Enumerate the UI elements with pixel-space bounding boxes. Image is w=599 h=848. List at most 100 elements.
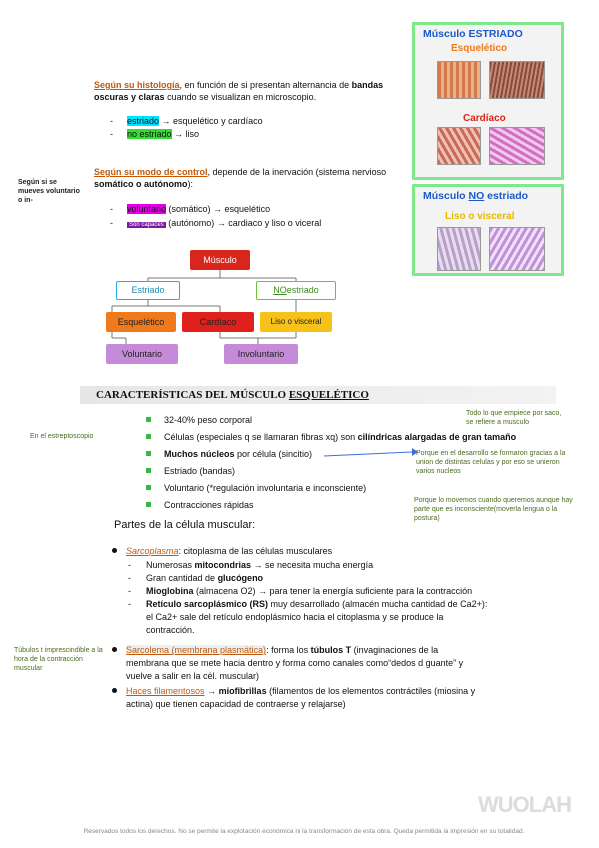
dash: - xyxy=(128,560,131,570)
characteristic-text: 32-40% peso corporal xyxy=(164,415,253,425)
haces-bold: miofibrillas xyxy=(218,686,267,696)
highlight-voluntario: voluntario xyxy=(127,204,167,214)
diagram-estriado: Estriado xyxy=(116,281,180,300)
sub-item: -Gran cantidad de glucógeno xyxy=(128,572,518,585)
diagram-voluntario: Voluntario xyxy=(106,344,178,364)
sub-bold: mitocondrias xyxy=(194,560,252,570)
liso-image-2 xyxy=(489,227,545,271)
section-header-bar xyxy=(80,386,556,404)
sarcolema-text-c: (invaginaciones de la xyxy=(351,645,439,655)
sarcoplasma-text: : citoplasma de las células musculares xyxy=(178,546,333,556)
note-tubulos: Túbulos t imprescindible a la hora de la… xyxy=(14,647,103,672)
dash: - xyxy=(128,599,131,609)
control-item-2: - Son capaces (autónomo) → cardiaco y li… xyxy=(110,217,400,229)
sarcolema-label: Sarcolema (membrana plasmática) xyxy=(126,645,267,655)
diagram-root-musculo: Músculo xyxy=(190,250,250,270)
haces-item: Haces filamentosos → miofibrillas (filam… xyxy=(112,685,512,711)
footer-rights: Reservados todos los derechos. No se per… xyxy=(83,828,525,835)
histologia-bold: bandas oscuras y claras xyxy=(94,80,384,102)
characteristics-list: 32-40% peso corporal Células (especiales… xyxy=(146,414,516,516)
sarcoplasma-item: Sarcoplasma: citoplasma de las células m… xyxy=(112,545,412,557)
note-estreptoscopio: En el estreptoscopio xyxy=(30,433,94,440)
esqueletico-image-2 xyxy=(489,61,545,99)
dash: - xyxy=(110,116,113,126)
sub-continuation: contracción. xyxy=(146,625,195,635)
histologia-paragraph: Según su histología, en función de si pr… xyxy=(94,79,406,103)
cardiaco-image-2 xyxy=(489,127,545,165)
control-heading: Según su modo de control xyxy=(94,167,208,177)
sub-item: -Mioglobina (almacena O2) → para tener l… xyxy=(128,585,518,598)
diagram-liso: Liso o visceral xyxy=(260,312,332,332)
dash: - xyxy=(128,573,131,583)
sub-continuation: el Ca2+ sale del retículo endoplásmico h… xyxy=(146,612,444,622)
bullet-square xyxy=(146,468,151,473)
arrow-to-note xyxy=(323,448,418,457)
characteristic-bold: cilíndricas alargadas de gran tamaño xyxy=(357,432,517,442)
bullet-square xyxy=(146,451,151,456)
characteristic-bold: Muchos núcleos xyxy=(164,449,235,459)
item-text: → liso xyxy=(171,129,200,139)
note-movemos: Porque lo movemos cuando queremos aunque… xyxy=(414,497,573,522)
control-item-1: - voluntario (somático) → esquelético xyxy=(110,203,400,215)
sub-text-c: → se necesita mucha energía xyxy=(251,560,374,570)
panel-cardiaco-label: Cardíaco xyxy=(463,113,506,124)
control-text: , depende de la inervación (sistema nerv… xyxy=(207,167,387,177)
section-title-b: ESQUELÉTICO xyxy=(288,389,369,401)
characteristic-item: 32-40% peso corporal xyxy=(146,414,416,431)
characteristic-item: Voluntario (*regulación involuntaria e i… xyxy=(146,482,416,499)
characteristic-text: Voluntario (*regulación involuntaria e i… xyxy=(164,483,367,493)
panel-musculo-estriado: Músculo ESTRIADO Esquelético Cardíaco xyxy=(412,22,564,180)
diagram-no-estriado: NO estriado xyxy=(256,281,336,300)
highlight-estriado: estriado xyxy=(127,116,160,126)
title-part-b: estriado xyxy=(484,190,529,202)
diagram-connectors xyxy=(111,270,297,344)
diagram-esqueletico: Esquelético xyxy=(106,312,176,332)
note-empiece-saco: Todo lo que empiece por saco, se refiere… xyxy=(466,410,562,426)
histologia-text-a: , en función de si presentan alternancia… xyxy=(179,80,352,90)
characteristic-item: Contracciones rápidas xyxy=(146,499,416,516)
haces-text-c: (filamentos de los elementos contráctile… xyxy=(266,686,476,696)
characteristic-text: Células (especiales q se llamaran fibras… xyxy=(164,432,358,442)
control-paragraph: Según su modo de control, depende de la … xyxy=(94,166,410,190)
panel-esqueletico-label: Esquelético xyxy=(451,43,508,54)
control-tail: ): xyxy=(187,179,194,189)
histologia-text-b: cuando se visualizan en microscopio. xyxy=(164,92,317,102)
characteristic-text: por célula (sincitio) xyxy=(234,449,313,459)
sarcoplasma-subitems: - Numerosas mitocondrias → se necesita mu… xyxy=(128,559,518,637)
sub-text-a: Numerosas xyxy=(146,560,195,570)
muscle-classification-diagram: Músculo Estriado NO estriado Esquelético… xyxy=(96,246,340,368)
haces-label: Haces filamentosos xyxy=(126,686,205,696)
section-title-a: CARACTERÍSTICAS DEL MÚSCULO xyxy=(96,389,289,401)
haces-line-2: actina) que tienen capacidad de contraer… xyxy=(126,699,346,709)
item-text: (autónomo) → cardiaco y liso o viceral xyxy=(165,218,322,228)
histologia-item-1: - estriado → esquelético y cardíaco xyxy=(110,115,400,127)
sub-item: - Numerosas mitocondrias → se necesita mu… xyxy=(128,559,518,572)
highlight-no-estriado: no estriado xyxy=(127,129,172,139)
histologia-item-2: - no estriado → liso xyxy=(110,128,400,140)
panel-musculo-no-estriado: Músculo NO estriado Liso o visceral xyxy=(412,184,564,276)
sub-text-c: muy desarrollado (almacén mucha cantidad… xyxy=(268,599,488,609)
haces-arrow: → xyxy=(204,686,219,696)
sarcolema-line-3: vuelve a salir en la cél. muscular) xyxy=(126,671,260,681)
diagram-cardiaco: Cardíaco xyxy=(182,312,254,332)
cardiaco-image-1 xyxy=(437,127,481,165)
bullet-square xyxy=(146,434,151,439)
characteristic-item: Muchos núcleos por célula (sincitio) xyxy=(146,448,416,465)
bullet-dot xyxy=(112,548,117,553)
bullet-square xyxy=(146,502,151,507)
control-side-note: Según si se mueves voluntario o in- xyxy=(18,179,80,204)
wuolah-logo: WUOLAH xyxy=(478,792,572,817)
panel-estriado-title: Músculo ESTRIADO xyxy=(423,28,523,40)
panel-liso-label: Liso o visceral xyxy=(445,211,515,222)
sub-item: -Retículo sarcoplásmico (RS) muy desarro… xyxy=(128,598,518,611)
section-title: CARACTERÍSTICAS DEL MÚSCULO ESQUELÉTICO xyxy=(96,388,369,402)
bullet-square xyxy=(146,417,151,422)
dash: - xyxy=(128,586,131,596)
title-no: NO xyxy=(468,190,485,202)
histologia-heading: Según su histología xyxy=(94,80,180,90)
control-bold: somático o autónomo xyxy=(94,179,188,189)
title-part-a: Músculo xyxy=(423,190,469,202)
sarcolema-line-2: membrana que se mete hacia dentro y form… xyxy=(126,658,464,668)
characteristic-text: Estriado (bandas) xyxy=(164,466,236,476)
item-text: → esquelético y cardíaco xyxy=(159,116,263,126)
